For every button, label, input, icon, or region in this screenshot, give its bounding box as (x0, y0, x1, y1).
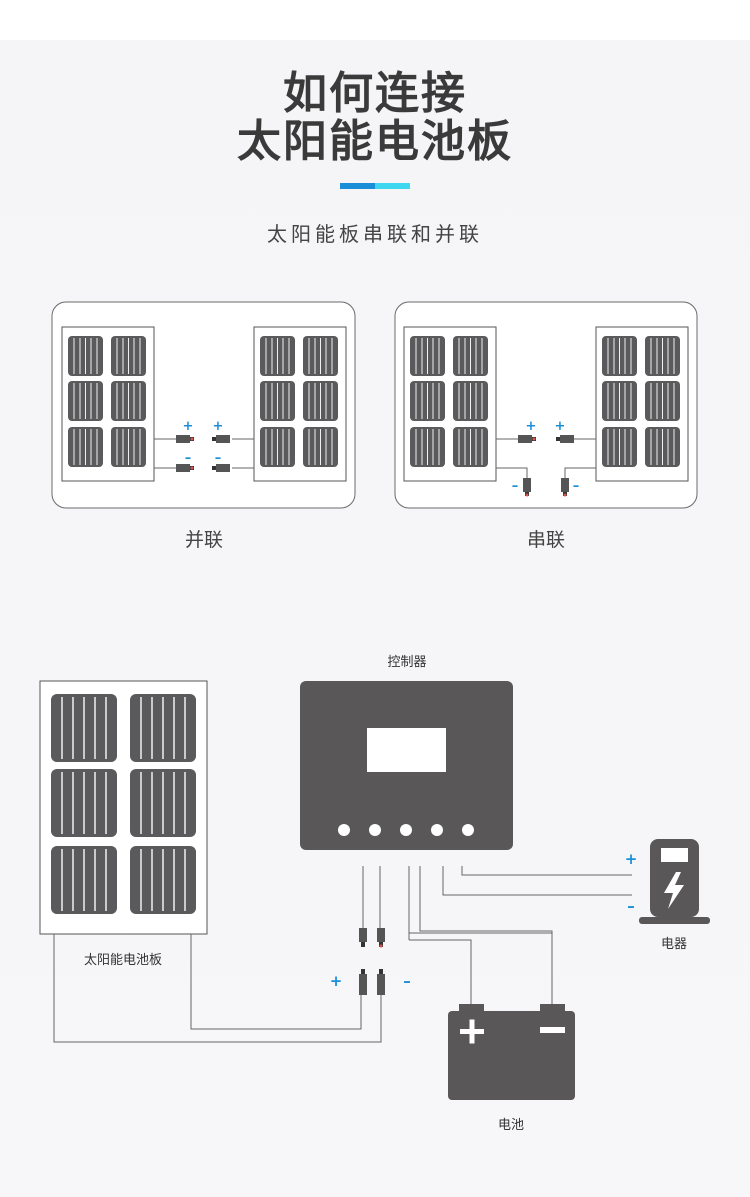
minus-sign: – (573, 479, 580, 494)
connector-plus-sign: + (330, 972, 343, 990)
parallel-diagram: + + – – (51, 301, 356, 509)
series-diagram: + + – – (394, 301, 698, 509)
mc4-connectors (359, 928, 385, 995)
solar-panel-icon (254, 327, 346, 481)
solar-panel-icon (404, 327, 496, 481)
plus-sign: + (526, 419, 537, 434)
load-plus-sign: + (625, 850, 638, 868)
plus-sign: + (213, 419, 224, 434)
solar-cell (129, 693, 197, 763)
charge-controller (300, 681, 513, 850)
section-subtitle: 太阳能板串联和并联 (267, 222, 483, 246)
series-caption: 串联 (526, 529, 565, 551)
load-appliance-icon (639, 839, 710, 924)
solar-panel-label: 太阳能电池板 (83, 953, 162, 968)
load-label: 电器 (660, 937, 687, 952)
page-title-line2: 太阳能电池板 (237, 116, 513, 167)
minus-sign: – (512, 479, 519, 494)
lightning-icon (664, 872, 684, 909)
controller-label: 控制器 (387, 655, 427, 670)
solar-panel-icon (596, 327, 688, 481)
title-accent-bar-cyan (375, 183, 410, 189)
solar-cell (129, 845, 197, 915)
solar-cell (50, 768, 118, 838)
solar-cell (50, 845, 118, 915)
battery-label: 电池 (497, 1118, 524, 1133)
plus-icon (460, 1019, 484, 1044)
minus-sign: – (185, 451, 192, 466)
load-minus-sign: – (627, 897, 635, 915)
solar-cell (129, 768, 197, 838)
title-accent-bar-blue (340, 183, 375, 189)
solar-panel-icon (62, 327, 154, 481)
page-title-line1: 如何连接 (283, 68, 467, 119)
minus-icon (540, 1027, 565, 1033)
connector-minus-sign: – (403, 972, 411, 990)
parallel-caption: 并联 (184, 529, 223, 551)
plus-sign: + (183, 419, 194, 434)
minus-sign: – (215, 451, 222, 466)
plus-sign: + (555, 419, 566, 434)
battery-icon (448, 1004, 575, 1100)
solar-cell (50, 693, 118, 763)
large-solar-panel (39, 680, 208, 935)
controller-screen (367, 728, 446, 772)
